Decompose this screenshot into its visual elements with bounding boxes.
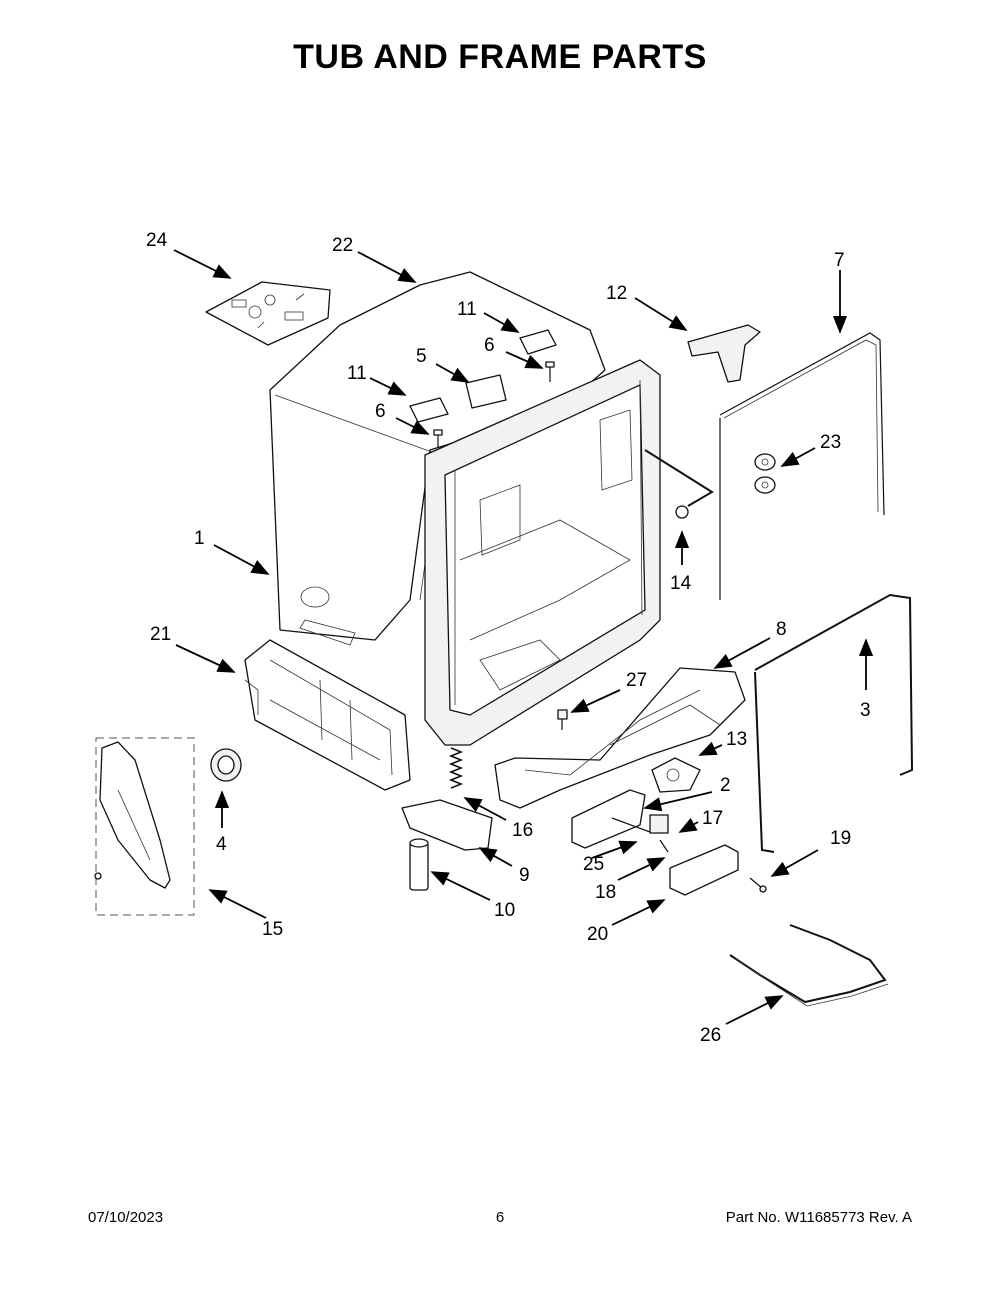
callout-17: 17: [702, 808, 723, 829]
callout-11a: 11: [457, 299, 477, 320]
callout-15: 15: [262, 919, 283, 940]
part-7-door-gasket: [719, 332, 885, 600]
part-3-side-gasket: [754, 593, 914, 853]
callout-12: 12: [606, 283, 627, 304]
callout-5: 5: [416, 346, 427, 367]
part-6-screw-lower: [433, 429, 443, 448]
callout-26: 26: [700, 1025, 721, 1046]
callout-20: 20: [587, 924, 608, 945]
part-6-screw-upper: [545, 361, 555, 382]
arrow-6a: [505, 351, 544, 369]
arrow-10: [430, 871, 491, 901]
part-20-junction-box: [669, 844, 739, 896]
arrow-11b: [369, 377, 407, 396]
callout-arrows: [173, 249, 874, 1025]
arrow-26: [725, 995, 784, 1025]
footer-date: 07/10/2023: [88, 1209, 164, 1226]
callout-18: 18: [595, 882, 616, 903]
page-title: TUB AND FRAME PARTS: [293, 38, 707, 76]
part-10-leveling-leg: [409, 838, 429, 891]
callout-6b: 6: [375, 401, 386, 422]
callout-7: 7: [834, 250, 845, 271]
arrow-9: [478, 847, 513, 867]
part-17-switch: [649, 814, 669, 834]
part-23-rollers: [754, 453, 776, 494]
part-5-clip: [465, 374, 507, 409]
callout-10: 10: [494, 900, 515, 921]
arrow-16: [463, 797, 507, 821]
part-24-hardware-kit: [205, 281, 331, 346]
arrow-15: [208, 889, 267, 919]
callout-19: 19: [830, 828, 851, 849]
arrow-22: [357, 251, 417, 283]
callout-16: 16: [512, 820, 533, 841]
part-14-plug: [644, 449, 714, 519]
arrow-2: [643, 791, 713, 812]
footer-page-number: 6: [495, 1209, 505, 1226]
callout-labels: 24 22 7 12 11 6 5 11 6 23 1 14 21 8 3 27…: [146, 230, 871, 1046]
callout-27: 27: [626, 670, 647, 691]
part-25-bracket: [611, 817, 651, 833]
footer-part-info: Part No. W11685773 Rev. A: [725, 1209, 912, 1226]
callout-14: 14: [670, 573, 692, 594]
part-11-bracket-upper: [519, 329, 557, 355]
arrow-12: [634, 297, 688, 331]
callout-11b: 11: [347, 363, 367, 384]
arrow-13: [698, 741, 723, 756]
part-11-bracket-lower: [409, 397, 449, 423]
part-15-side-panel: [94, 737, 195, 916]
part-1-tub: [424, 359, 661, 746]
arrow-5: [435, 363, 470, 383]
callout-1: 1: [194, 528, 205, 549]
part-21-toe-panel-frame: [244, 639, 411, 791]
arrow-23: [780, 447, 816, 467]
part-26-wire-harness: [729, 924, 889, 1007]
callout-24: 24: [146, 230, 168, 251]
callout-8: 8: [776, 619, 787, 640]
arrow-8: [713, 637, 771, 669]
arrow-19: [770, 849, 819, 877]
part-13-inlet-valve: [651, 757, 701, 793]
arrow-1: [213, 544, 270, 575]
part-4-wheel: [210, 748, 242, 782]
arrow-11a: [483, 312, 520, 333]
arrow-17: [678, 817, 699, 833]
arrow-24: [173, 249, 232, 279]
part-18-screw: [659, 839, 669, 853]
callout-23: 23: [820, 432, 841, 453]
callout-6a: 6: [484, 335, 495, 356]
part-8-base: [494, 667, 746, 809]
callout-21: 21: [150, 624, 171, 645]
callout-13: 13: [726, 729, 747, 750]
arrow-21: [175, 644, 236, 673]
callout-25: 25: [583, 854, 604, 875]
callout-3: 3: [860, 700, 871, 721]
arrow-25: [591, 840, 638, 859]
part-19-screw: [749, 877, 767, 893]
callout-2: 2: [720, 775, 731, 796]
arrow-18: [617, 857, 666, 881]
part-2-control-box: [571, 789, 646, 849]
callout-9: 9: [519, 865, 530, 886]
arrow-27: [570, 689, 621, 713]
part-12-vent: [687, 324, 761, 383]
part-16-spring: [448, 747, 464, 789]
arrow-20: [611, 899, 666, 926]
part-27-screw: [557, 709, 568, 730]
arrow-6b: [395, 417, 430, 435]
callout-4: 4: [216, 834, 227, 855]
callout-22: 22: [332, 235, 353, 256]
